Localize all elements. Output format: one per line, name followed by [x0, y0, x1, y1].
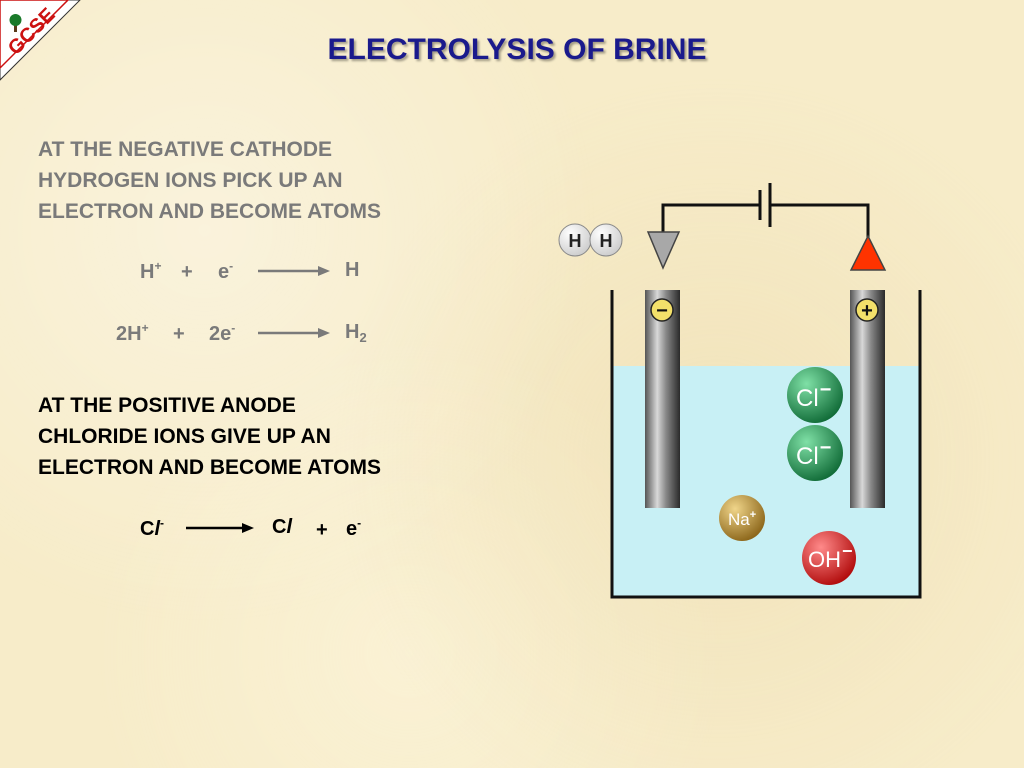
anode-line: CHLORIDE IONS GIVE UP AN — [38, 425, 331, 448]
cathode-line: ELECTRON AND BECOME ATOMS — [38, 200, 382, 223]
reaction-arrow — [186, 523, 254, 533]
cathode-line: HYDROGEN IONS PICK UP AN — [38, 169, 343, 192]
chloride-ion: Cl− — [787, 367, 843, 423]
cathode-sign-label: − — [656, 300, 668, 322]
battery-icon — [758, 183, 772, 227]
hydrogen-atom: H — [589, 223, 623, 257]
anode-sign-label: + — [861, 300, 873, 322]
cathode-eq2-plus: + — [173, 323, 185, 345]
cathode-eq1-reactant1: H+ — [140, 259, 162, 283]
electrolysis-cell-diagram: − + H H Cl− Cl− Na+ OH− — [558, 183, 922, 599]
anode-rod — [850, 290, 885, 508]
cathode-eq1-plus: + — [181, 261, 193, 283]
cathode-eq1-product: H — [345, 259, 360, 281]
anode-eq-product2: e- — [346, 516, 362, 540]
svg-text:Cl−: Cl− — [796, 437, 831, 470]
tree-icon — [9, 14, 22, 32]
reaction-arrow — [258, 266, 330, 276]
cathode-eq1-reactant2: e- — [218, 259, 234, 283]
anode-eq-reactant: Cl- — [140, 516, 165, 540]
page-title: ELECTROLYSIS OF BRINE — [327, 33, 707, 66]
hydroxide-ion: OH− — [802, 531, 856, 585]
circuit-wire — [770, 203, 870, 240]
svg-text:Cl−: Cl− — [796, 379, 831, 412]
svg-text:OH−: OH− — [808, 541, 853, 572]
cathode-eq2-reactant2: 2e- — [209, 321, 236, 345]
anode-flow-arrow — [849, 234, 887, 271]
cathode-eq2-reactant1: 2H+ — [116, 321, 149, 345]
circuit-wire — [661, 203, 760, 235]
anode-line: ELECTRON AND BECOME ATOMS — [38, 456, 382, 479]
hydrogen-atom: H — [558, 223, 592, 257]
chloride-ion: Cl− — [787, 425, 843, 481]
anode-eq-plus: + — [316, 519, 328, 541]
cathode-description: AT THE NEGATIVE CATHODE HYDROGEN IONS PI… — [38, 134, 381, 227]
svg-text:H: H — [600, 231, 613, 251]
cathode-sign: − — [650, 298, 674, 322]
anode-sign: + — [855, 298, 879, 322]
reaction-arrow — [258, 328, 330, 338]
anode-eq-product1: Cl — [272, 516, 293, 538]
sodium-ion: Na+ — [719, 495, 765, 541]
cathode-eq2-product: H2 — [345, 321, 367, 345]
gcse-badge: GCSE — [0, 0, 81, 81]
anode-description: AT THE POSITIVE ANODE CHLORIDE IONS GIVE… — [38, 390, 381, 483]
svg-text:H: H — [569, 231, 582, 251]
anode-line: AT THE POSITIVE ANODE — [38, 394, 296, 417]
svg-text:Na+: Na+ — [728, 509, 756, 529]
beaker — [610, 290, 922, 599]
cathode-line: AT THE NEGATIVE CATHODE — [38, 138, 332, 161]
cathode-rod — [645, 290, 680, 508]
cathode-flow-arrow — [646, 231, 681, 270]
